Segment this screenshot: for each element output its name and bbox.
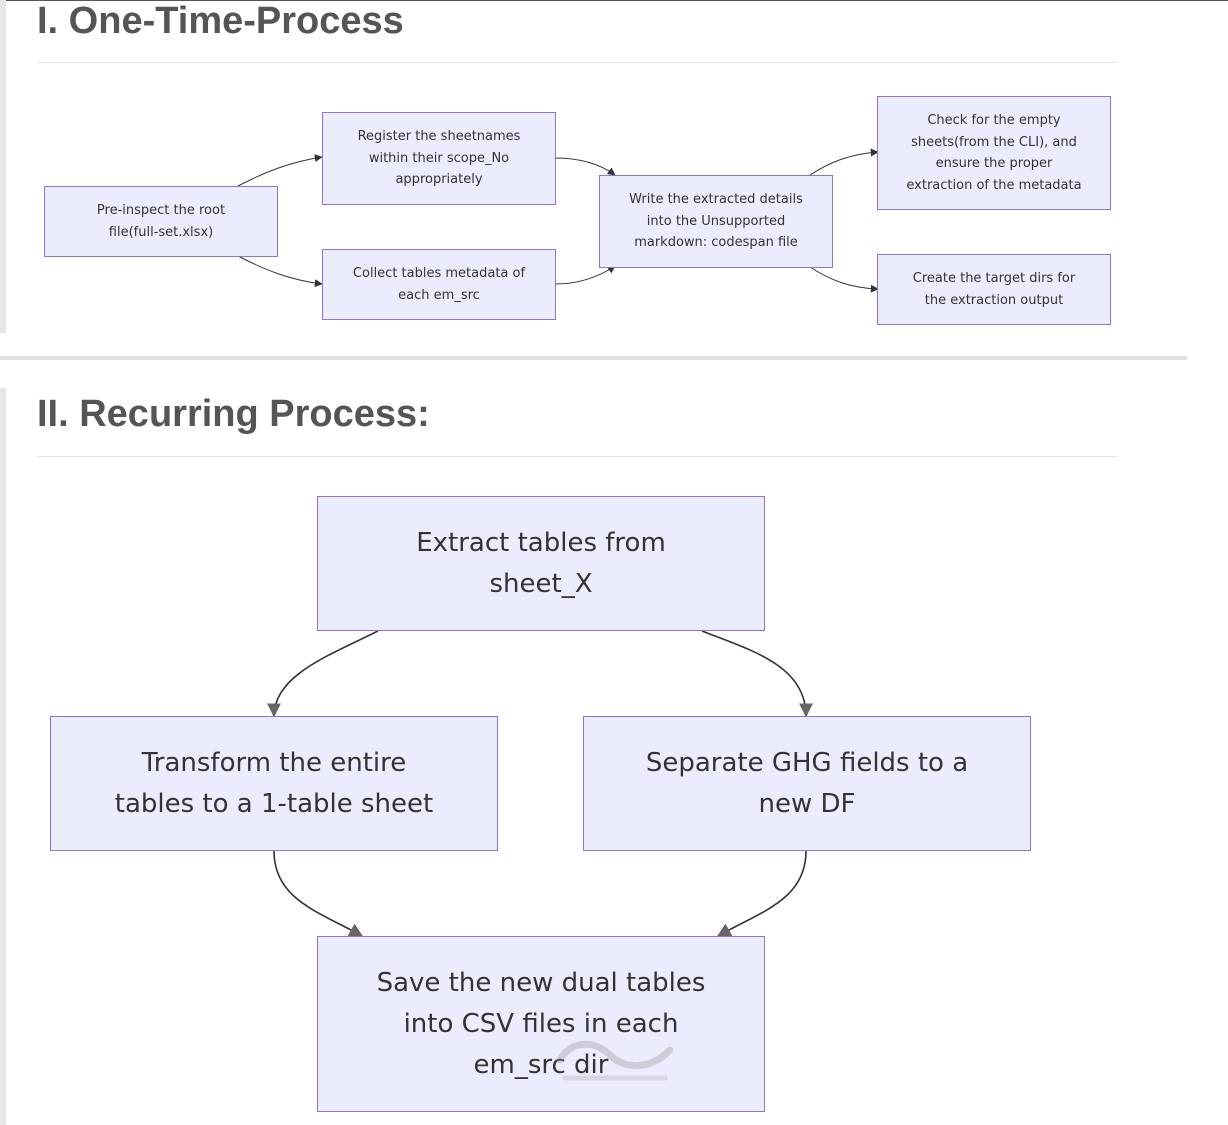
edge-preinspect-collect	[237, 255, 323, 288]
node-separate-line1: Separate GHG fields to a	[645, 747, 969, 778]
node-check-line2: sheets(from the CLI), and	[911, 134, 1077, 150]
node-collect-line1: Collect tables metadata of	[352, 266, 526, 281]
section1-heading: I. One-Time-Process	[37, 0, 404, 42]
edge-write-create	[809, 266, 879, 293]
node-check: Check for the empty sheets(from the CLI)…	[877, 96, 1111, 210]
edge-register-write	[554, 157, 616, 176]
node-collect-line2: each em_src	[398, 287, 480, 303]
node-check-line1: Check for the empty	[927, 113, 1061, 128]
node-preinspect-line1: Pre-inspect the root	[96, 203, 226, 218]
node-check-line4: extraction of the metadata	[906, 177, 1082, 193]
node-collect: Collect tables metadata of each em_src	[322, 249, 556, 320]
edge-collect-write	[554, 265, 616, 285]
node-transform-line1: Transform the entire	[141, 747, 407, 778]
node-write-line2: into the Unsupported	[646, 213, 786, 229]
node-transform-line2: tables to a 1-table sheet	[114, 788, 434, 819]
node-register-line3: appropriately	[395, 172, 483, 188]
section2-heading: II. Recurring Process:	[37, 393, 430, 435]
edge-write-check	[809, 148, 879, 176]
watermark-logo	[540, 1030, 690, 1094]
section2-heading-rule	[37, 456, 1117, 457]
node-save: Save the new dual tables into CSV files …	[317, 936, 765, 1112]
node-write: Write the extracted details into the Uns…	[599, 175, 833, 268]
section1-heading-rule	[37, 62, 1117, 63]
node-preinspect: Pre-inspect the root file(full-set.xlsx)	[44, 186, 278, 257]
node-save-line2: into CSV files in each	[403, 1008, 679, 1039]
edge-separate-save	[716, 850, 807, 937]
node-extract-line1: Extract tables from	[416, 527, 666, 558]
node-transform: Transform the entire tables to a 1-table…	[50, 716, 498, 851]
node-register-line1: Register the sheetnames	[357, 129, 521, 145]
section1-left-bar	[0, 0, 6, 333]
node-register: Register the sheetnames within their sco…	[322, 112, 556, 205]
node-save-line3: em_src dir	[473, 1049, 609, 1080]
watermark-logo-mark	[556, 1040, 674, 1081]
node-save-line1: Save the new dual tables	[376, 967, 706, 998]
edge-preinspect-register	[237, 154, 323, 187]
edge-extract-transform	[267, 630, 379, 718]
node-create: Create the target dirs for the extractio…	[877, 254, 1111, 325]
node-create-line1: Create the target dirs for	[912, 271, 1076, 286]
node-separate: Separate GHG fields to a new DF	[583, 716, 1031, 851]
node-extract: Extract tables from sheet_X	[317, 496, 765, 631]
node-write-line3: markdown: codespan file	[634, 235, 798, 251]
node-write-line1: Write the extracted details	[629, 192, 803, 208]
section-separator	[0, 356, 1187, 360]
node-extract-line2: sheet_X	[489, 568, 593, 599]
edge-extract-separate	[701, 630, 813, 718]
top-divider	[0, 0, 1228, 1]
node-separate-line2: new DF	[758, 788, 856, 819]
edge-transform-save	[273, 850, 364, 937]
section2-left-bar	[0, 388, 6, 1125]
node-create-line2: the extraction output	[924, 292, 1064, 308]
node-preinspect-line2: file(full-set.xlsx)	[108, 224, 214, 240]
node-check-line3: ensure the proper	[935, 156, 1053, 171]
node-register-line2: within their scope_No	[368, 150, 510, 166]
